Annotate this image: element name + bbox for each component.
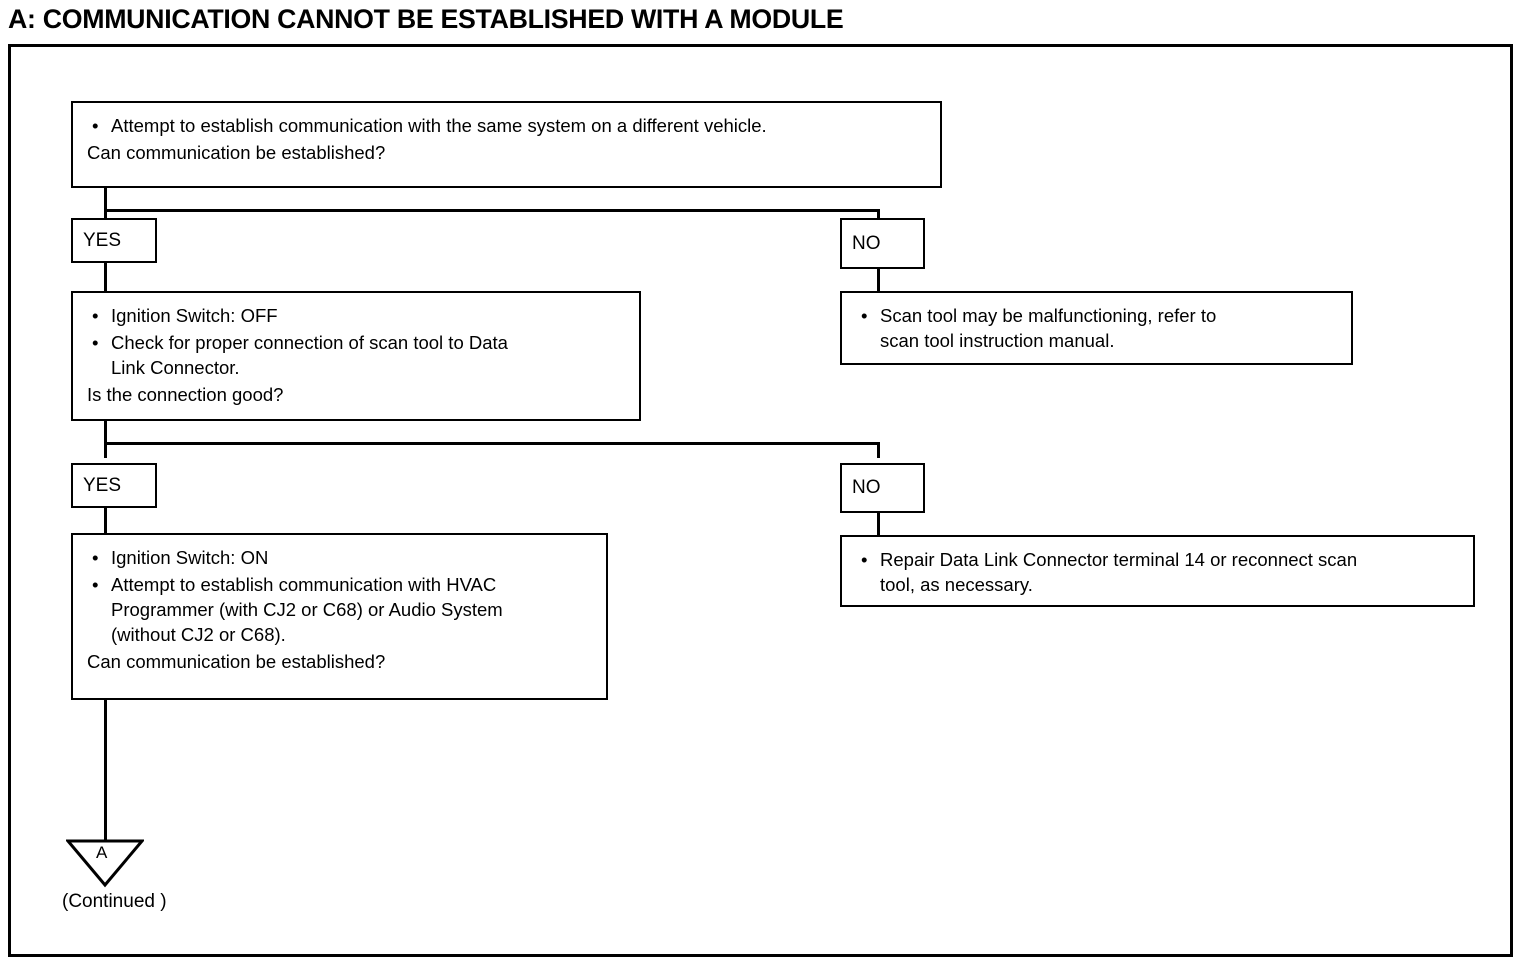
diagram-frame (8, 44, 1513, 957)
bullet-icon: • (92, 332, 99, 353)
step3-question: Can communication be established? (87, 651, 386, 672)
step1-question: Can communication be established? (87, 142, 386, 163)
step2-bullet-1-text: Ignition Switch: OFF (111, 305, 278, 326)
step1-no-result-line1: Scan tool may be malfunctioning, refer t… (880, 305, 1217, 326)
step2-box: • Ignition Switch: OFF • Check for prope… (71, 291, 641, 421)
step3-bullet-2-line3: (without CJ2 or C68). (111, 624, 286, 645)
connector-line-no2-to-repair (877, 513, 880, 535)
step1-yes-label: YES (83, 229, 122, 251)
continued-connector-triangle (66, 838, 144, 888)
connector-line-step1-down (104, 187, 107, 212)
connector-line-row2-to-yes (104, 442, 107, 458)
step3-bullet-1-text: Ignition Switch: ON (111, 547, 269, 568)
step2-yes-label: YES (83, 474, 122, 496)
step1-no-result-line2: scan tool instruction manual. (880, 330, 1115, 351)
connector-line-step3-to-continued (104, 700, 107, 840)
bullet-icon: • (92, 115, 99, 136)
bullet-icon: • (861, 305, 868, 326)
connector-line-row2-to-no (877, 442, 880, 458)
step3-bullet-2-line2: Programmer (with CJ2 or C68) or Audio Sy… (111, 599, 503, 620)
continued-connector-letter: A (96, 843, 108, 862)
step1-no-label: NO (852, 232, 881, 254)
connector-line-yes2-to-step3 (104, 508, 107, 534)
page-title: A: COMMUNICATION CANNOT BE ESTABLISHED W… (8, 4, 844, 34)
step2-bullet-2: • Check for proper connection of scan to… (87, 330, 627, 380)
connector-line-row1-to-no (877, 209, 880, 221)
step1-no-box: NO (840, 218, 925, 269)
step1-no-result-box: • Scan tool may be malfunctioning, refer… (840, 291, 1353, 365)
bullet-icon: • (92, 574, 99, 595)
bullet-icon: • (92, 305, 99, 326)
step2-bullet-2-line1: Check for proper connection of scan tool… (111, 332, 508, 353)
step1-no-result-bullet: • Scan tool may be malfunctioning, refer… (856, 303, 1339, 353)
step2-no-repair-line1: Repair Data Link Connector terminal 14 o… (880, 549, 1358, 570)
connector-line-row1-to-yes (104, 209, 107, 221)
step2-no-repair-line2: tool, as necessary. (880, 574, 1033, 595)
step1-bullet-1-text: Attempt to establish communication with … (111, 115, 767, 136)
connector-line-step2-down (104, 420, 107, 445)
connector-line-row2-horizontal (104, 442, 880, 445)
step1-yes-box: YES (71, 218, 157, 263)
step1-bullet-1: • Attempt to establish communication wit… (87, 113, 928, 138)
step3-box: • Ignition Switch: ON • Attempt to estab… (71, 533, 608, 700)
step2-yes-box: YES (71, 463, 157, 508)
connector-line-yes1-to-step2 (104, 262, 107, 292)
step3-bullet-2: • Attempt to establish communication wit… (87, 572, 594, 647)
step2-bullet-2-line2: Link Connector. (111, 357, 240, 378)
bullet-icon: • (92, 547, 99, 568)
step2-question: Is the connection good? (87, 384, 284, 405)
step1-box: • Attempt to establish communication wit… (71, 101, 942, 188)
step2-no-box: NO (840, 463, 925, 513)
connector-line-no1-to-result (877, 268, 880, 292)
step2-no-repair-bullet: • Repair Data Link Connector terminal 14… (856, 547, 1461, 597)
step3-bullet-2-line1: Attempt to establish communication with … (111, 574, 497, 595)
connector-line-row1-horizontal (104, 209, 880, 212)
step2-no-label: NO (852, 477, 881, 498)
step2-no-repair-box: • Repair Data Link Connector terminal 14… (840, 535, 1475, 607)
step3-bullet-1: • Ignition Switch: ON (87, 545, 594, 570)
step2-bullet-1: • Ignition Switch: OFF (87, 303, 627, 328)
continued-caption: (Continued ) (62, 891, 167, 912)
bullet-icon: • (861, 549, 868, 570)
